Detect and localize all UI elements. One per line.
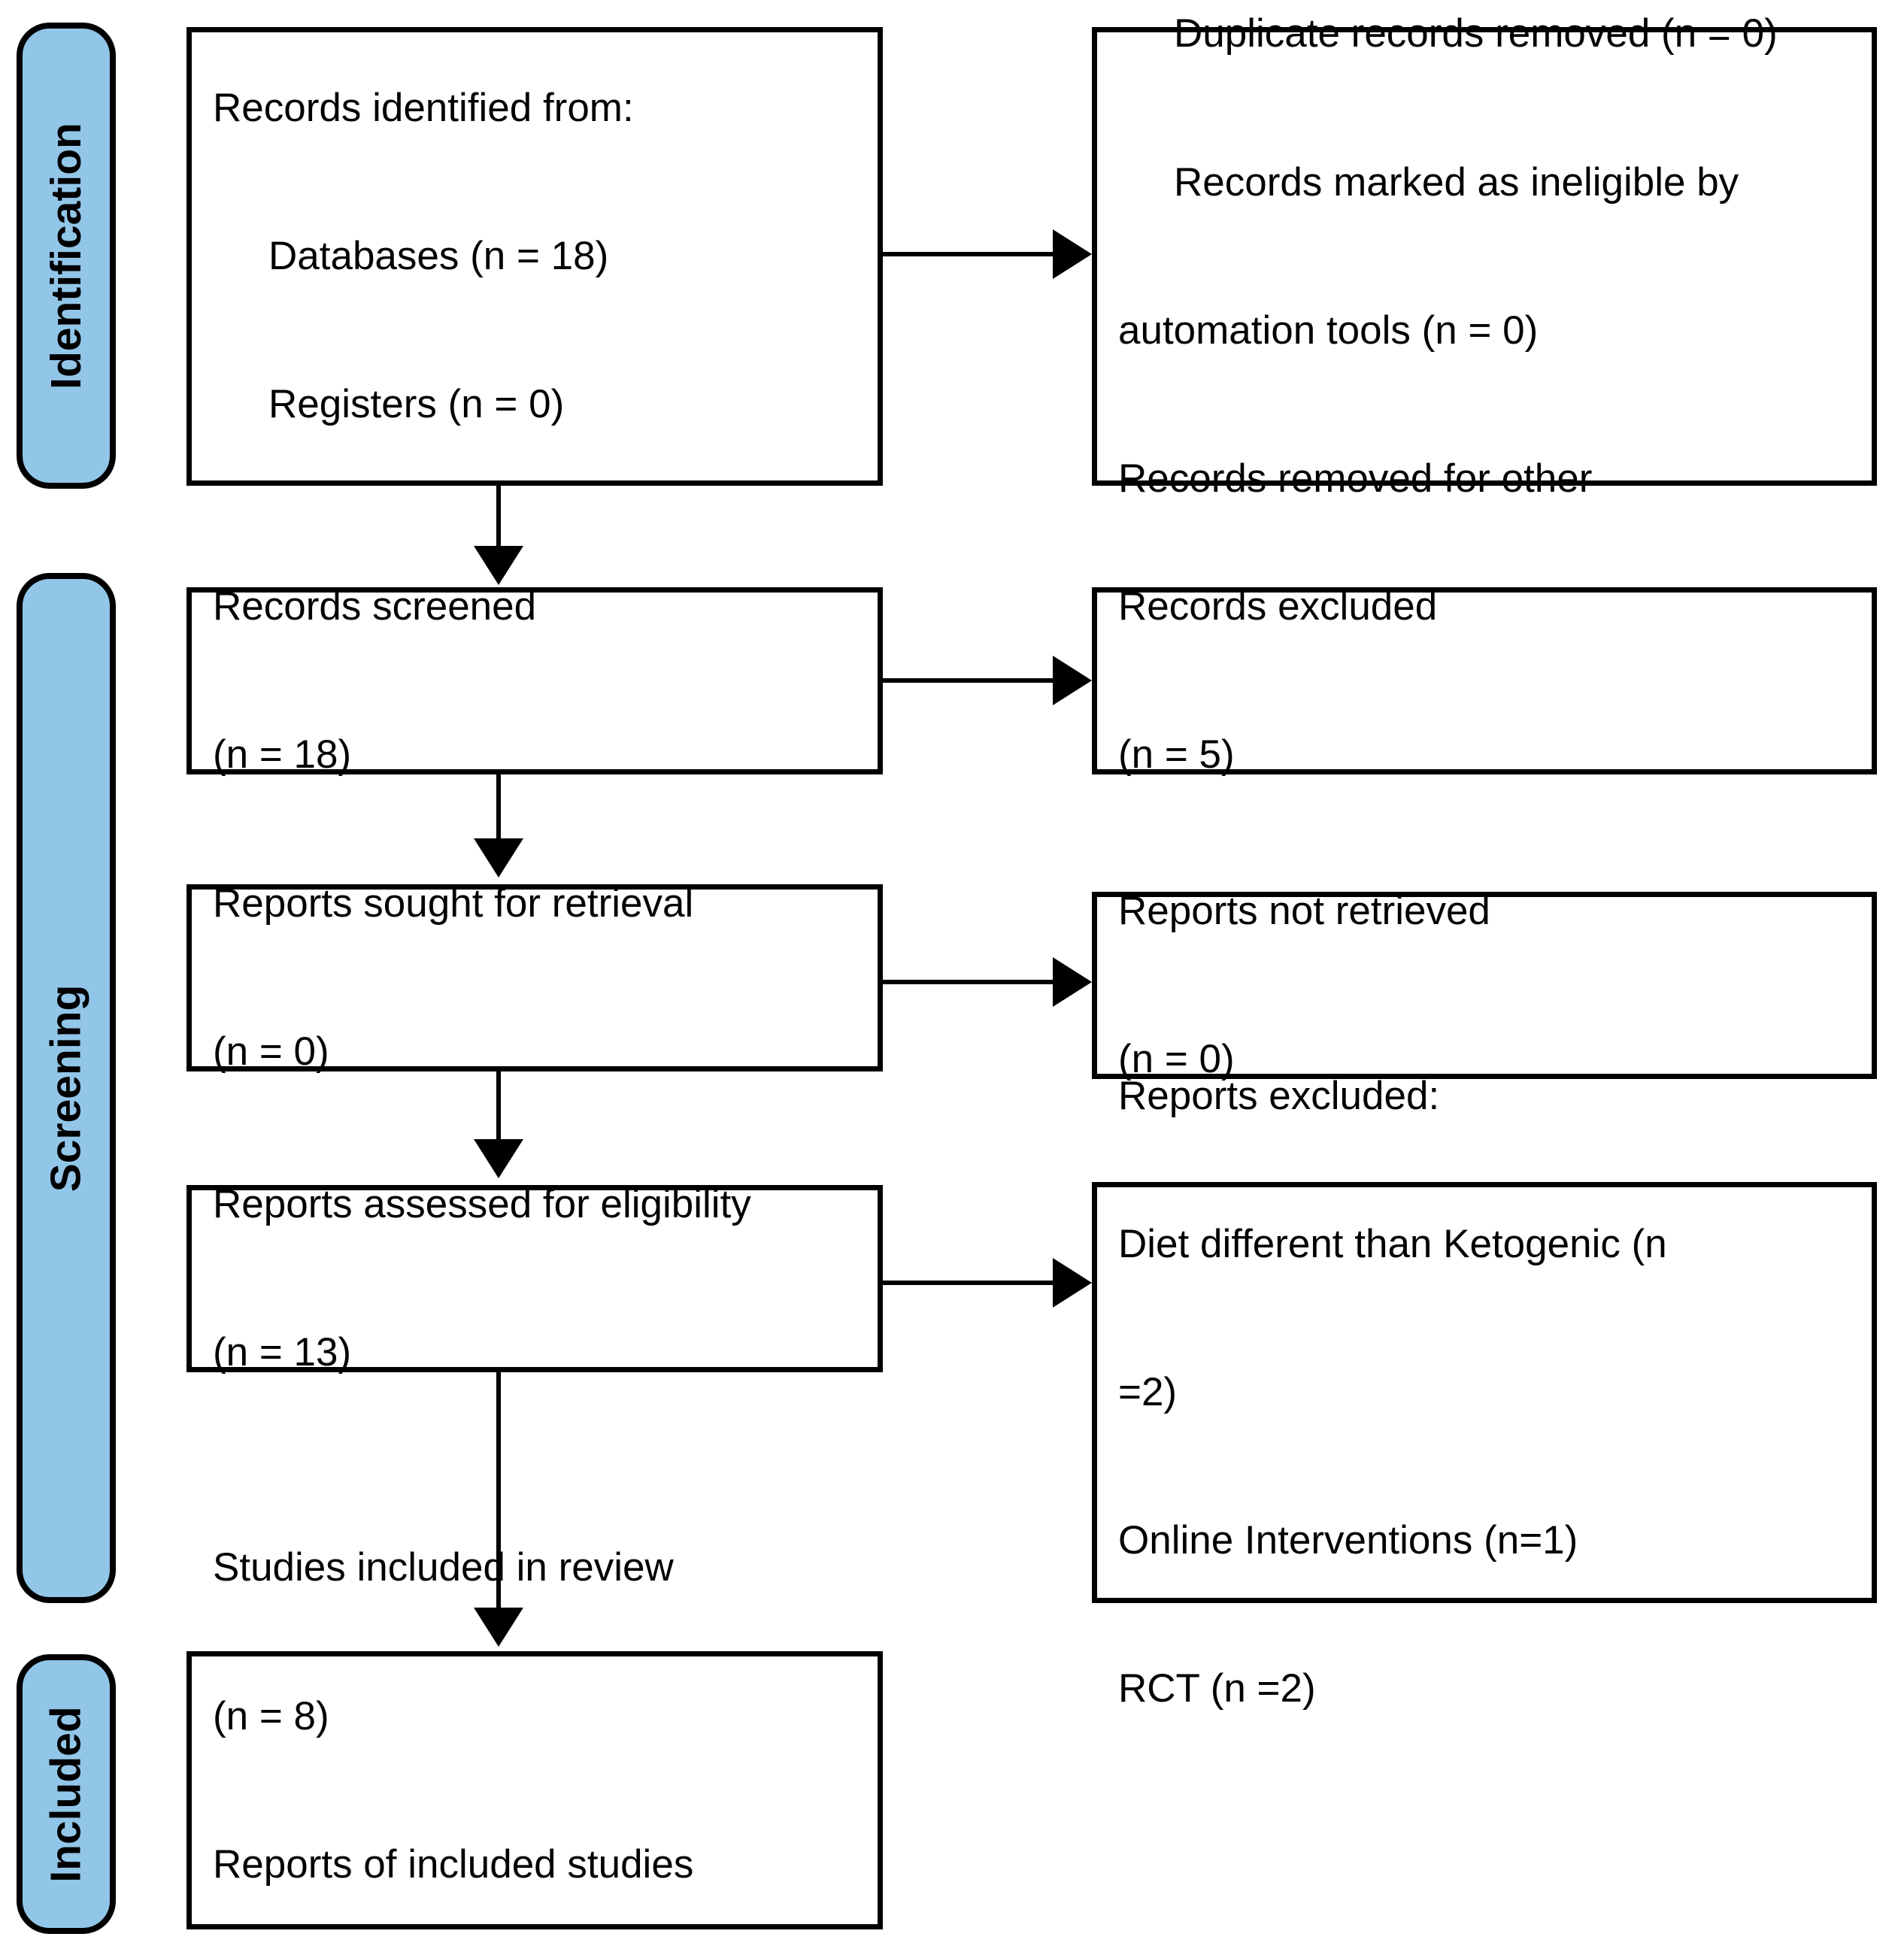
records-removed-line-2: automation tools (n = 0) [1118, 308, 1539, 353]
connector-sought-to-notretrieved-arrowhead [1053, 957, 1092, 1007]
records-excluded-line-1: (n = 5) [1118, 732, 1235, 777]
box-reports-excluded: Reports excluded: Diet different than Ke… [1092, 1074, 1877, 1711]
stage-bar-included: Included [17, 1654, 116, 1934]
connector-identified-to-removed-line [883, 252, 1054, 256]
box-reports-sought-text: Reports sought for retrieval (n = 0) [192, 780, 878, 1176]
box-reports-excluded-text: Reports excluded: Diet different than Ke… [1097, 972, 1872, 1812]
stage-label-identification: Identification [41, 122, 90, 389]
records-identified-line-0: Records identified from: [213, 85, 634, 130]
box-records-screened-text: Records screened (n = 18) [192, 483, 878, 879]
records-excluded-line-0: Records excluded [1118, 584, 1438, 629]
box-records-removed-before-screening: Records removed before screening: Duplic… [1092, 11, 1877, 649]
records-removed-line-3: Records removed for other [1118, 456, 1593, 501]
records-removed-line-0: Duplicate records removed (n = 0) [1174, 11, 1778, 56]
records-identified-line-1: Databases (n = 18) [268, 234, 609, 279]
box-records-screened: Records screened (n = 18) [186, 584, 883, 777]
connector-assessed-to-reportsexcluded-arrowhead [1053, 1258, 1092, 1308]
connector-screened-to-excluded-line [883, 678, 1054, 683]
connector-sought-to-assessed-arrowhead [474, 1139, 523, 1178]
records-screened-line-0: Records screened [213, 584, 537, 629]
stage-label-included: Included [41, 1705, 90, 1883]
reports-excluded-line-4: RCT (n =2) [1118, 1666, 1316, 1711]
connector-screened-to-sought-arrowhead [474, 838, 523, 877]
reports-excluded-line-0: Reports excluded: [1118, 1073, 1440, 1118]
connector-screened-to-excluded-arrowhead [1053, 656, 1092, 705]
box-studies-included-text: Studies included in review (n = 8) Repor… [192, 1444, 878, 1958]
connector-assessed-to-included-line [496, 1372, 501, 1615]
stage-bar-identification: Identification [17, 23, 116, 489]
connector-sought-to-notretrieved-line [883, 980, 1054, 984]
box-records-excluded: Records excluded (n = 5) [1092, 584, 1877, 777]
records-screened-line-1: (n = 18) [213, 732, 352, 777]
reports-not-retrieved-line-1: (n = 0) [1118, 1037, 1235, 1082]
connector-screened-to-sought-line [496, 774, 501, 846]
reports-assessed-line-0: Reports assessed for eligibility [213, 1182, 751, 1227]
connector-assessed-to-reportsexcluded-line [883, 1281, 1054, 1285]
box-reports-assessed-text: Reports assessed for eligibility (n = 13… [192, 1081, 878, 1477]
box-reports-not-retrieved: Reports not retrieved (n = 0) [1092, 889, 1877, 1081]
box-reports-sought: Reports sought for retrieval (n = 0) [186, 881, 883, 1074]
connector-identified-to-screened-line [496, 486, 501, 553]
box-reports-not-retrieved-text: Reports not retrieved (n = 0) [1097, 788, 1872, 1184]
reports-sought-line-0: Reports sought for retrieval [213, 881, 694, 926]
studies-included-line-1: (n = 8) [213, 1693, 329, 1738]
stage-label-screening: Screening [41, 984, 90, 1192]
connector-sought-to-assessed-line [496, 1071, 501, 1147]
reports-assessed-line-1: (n = 13) [213, 1330, 352, 1375]
box-records-excluded-text: Records excluded (n = 5) [1097, 483, 1872, 879]
reports-excluded-line-2: =2) [1118, 1370, 1178, 1415]
records-identified-line-2: Registers (n = 0) [268, 382, 565, 427]
reports-excluded-line-3: Online Interventions (n=1) [1118, 1518, 1578, 1563]
stage-bar-screening: Screening [17, 573, 116, 1603]
reports-sought-line-1: (n = 0) [213, 1029, 329, 1074]
reports-not-retrieved-line-0: Reports not retrieved [1118, 889, 1490, 934]
box-studies-included: Studies included in review (n = 8) Repor… [186, 1545, 883, 1929]
box-records-identified-text: Records identified from: Databases (n = … [192, 0, 878, 528]
connector-identified-to-removed-arrowhead [1053, 229, 1092, 279]
studies-included-line-2: Reports of included studies [213, 1841, 694, 1887]
connector-identified-to-screened-arrowhead [474, 546, 523, 585]
studies-included-line-0: Studies included in review [213, 1545, 674, 1590]
connector-assessed-to-included-arrowhead [474, 1608, 523, 1647]
box-records-identified: Records identified from: Databases (n = … [186, 27, 883, 486]
reports-excluded-line-1: Diet different than Ketogenic (n [1118, 1221, 1667, 1266]
records-removed-line-1: Records marked as ineligible by [1174, 159, 1739, 205]
box-reports-assessed: Reports assessed for eligibility (n = 13… [186, 1182, 883, 1375]
